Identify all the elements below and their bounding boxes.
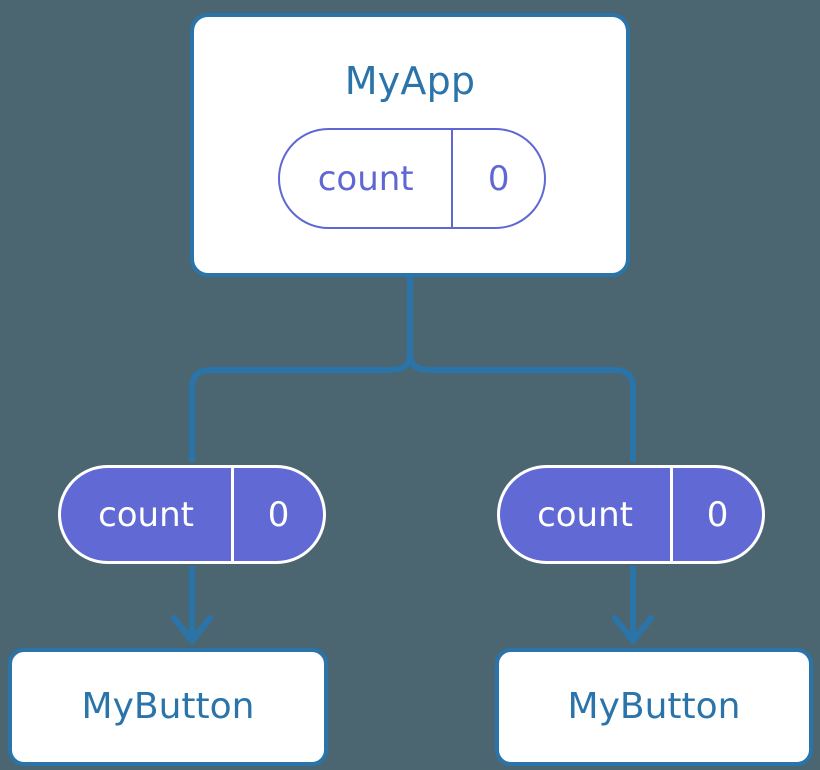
parent-state-value: 0 bbox=[451, 130, 544, 227]
child-component-card-right: MyButton bbox=[495, 648, 813, 766]
child-component-card-left: MyButton bbox=[8, 648, 328, 766]
props-to-child-arrow-left-head bbox=[171, 615, 213, 644]
child-component-title-left: MyButton bbox=[81, 686, 255, 727]
parent-state-pill: count 0 bbox=[278, 128, 546, 229]
props-pill-left: count 0 bbox=[58, 465, 326, 564]
props-pill-right: count 0 bbox=[497, 465, 765, 564]
parent-state-key: count bbox=[317, 158, 414, 199]
branch-rail-left bbox=[189, 351, 413, 462]
parent-component-title: MyApp bbox=[344, 59, 476, 103]
props-pill-left-value: 0 bbox=[231, 468, 323, 561]
props-to-child-arrow-right-head bbox=[612, 615, 654, 644]
branch-rail-right bbox=[407, 351, 636, 462]
props-pill-right-value: 0 bbox=[670, 468, 762, 561]
props-pill-right-key: count bbox=[537, 494, 633, 535]
props-pill-left-key: count bbox=[98, 494, 194, 535]
child-component-title-right: MyButton bbox=[567, 686, 741, 727]
